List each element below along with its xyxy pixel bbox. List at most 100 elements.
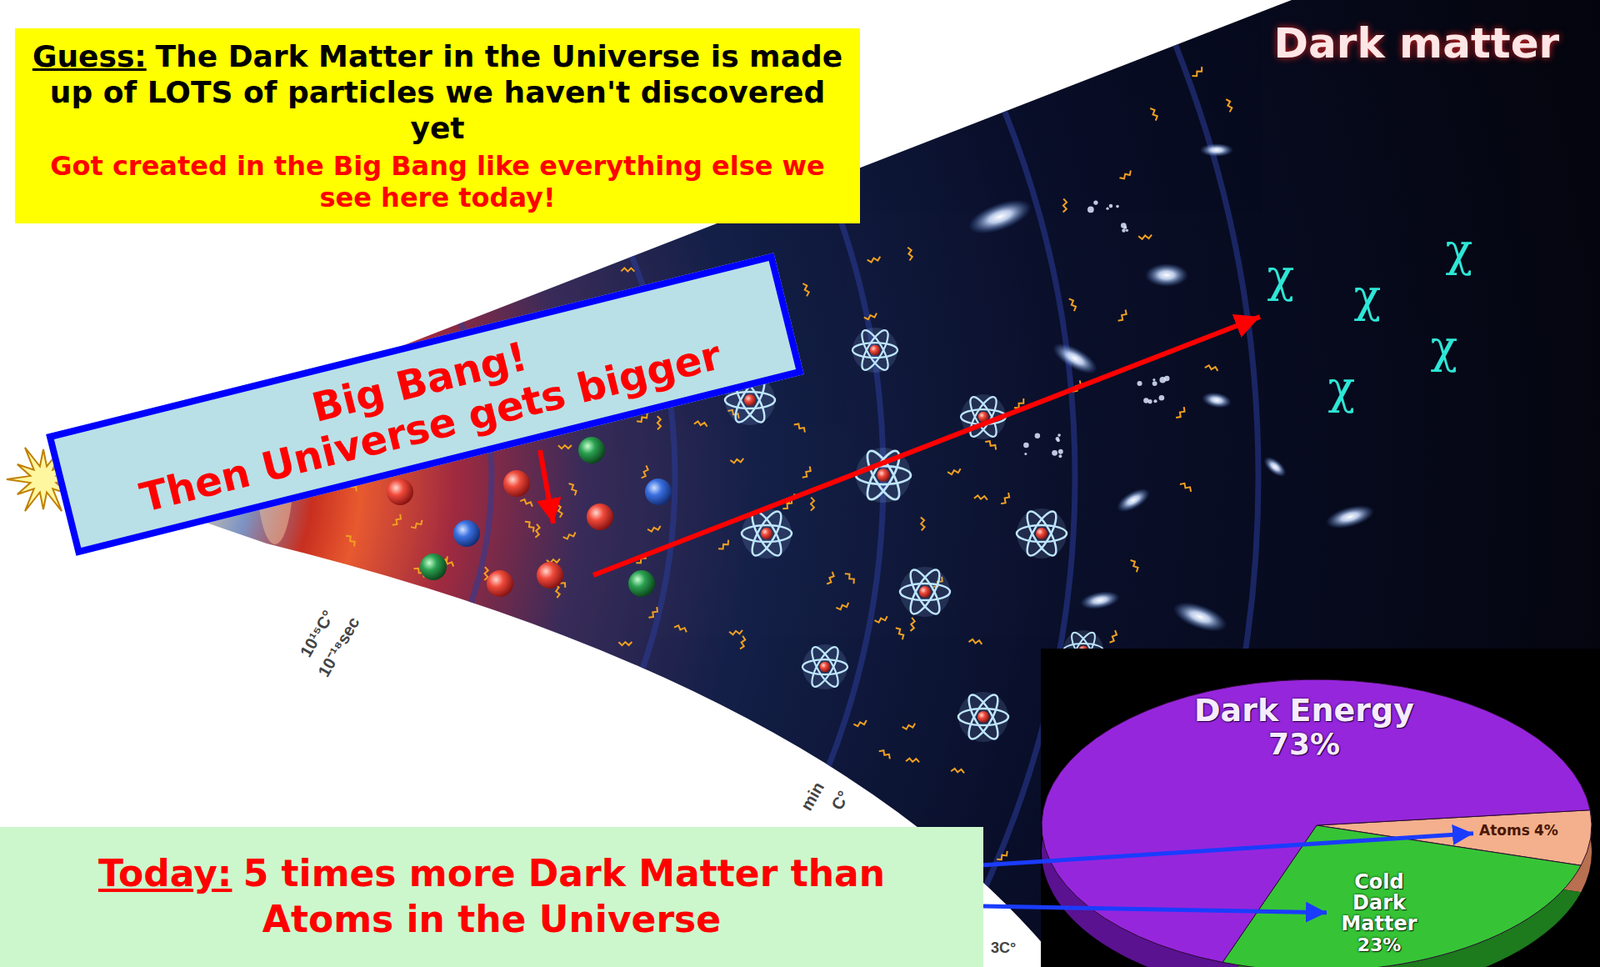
- photon-squiggle: [1000, 492, 1011, 506]
- guess-note: Guess:The Dark Matter in the Universe is…: [15, 28, 860, 224]
- photon-squiggle: [950, 767, 965, 773]
- photon-squiggle: [520, 497, 534, 506]
- atom-orbit: [807, 643, 844, 690]
- photon-squiggle: [410, 520, 425, 530]
- photon-squiggle: [558, 445, 572, 449]
- atom-nucleus: [870, 345, 881, 356]
- epoch-band: [0, 0, 1075, 967]
- photon-squiggle: [345, 533, 357, 546]
- particle-symbol: χ: [1430, 322, 1459, 372]
- galaxy-cluster-dot: [1035, 433, 1040, 439]
- particle-symbol: χ: [1267, 251, 1295, 301]
- pie-chart: [1041, 679, 1592, 967]
- photon-squiggle: [648, 606, 660, 620]
- galaxy-cluster-dot: [1159, 395, 1165, 401]
- quark-sphere: [586, 503, 614, 530]
- photon-squiggle: [802, 282, 810, 296]
- temperature-mark: C°: [827, 787, 853, 813]
- galaxy-cluster-dot: [1109, 204, 1114, 209]
- photon-squiggle: [535, 524, 540, 538]
- galaxy-cluster-dot: [1058, 454, 1062, 458]
- atom-nucleus: [977, 710, 990, 723]
- atom-orbit: [725, 391, 775, 409]
- photon-squiggle: [718, 540, 731, 552]
- photon-squiggle: [1110, 630, 1119, 644]
- atom-icon: [852, 326, 898, 374]
- summary-box: Today:5 times more Dark Matter than Atom…: [0, 826, 984, 967]
- quark-sphere: [645, 478, 672, 505]
- photon-squiggle: [826, 571, 835, 585]
- photon-squiggle: [794, 421, 807, 432]
- photon-squiggle: [641, 465, 650, 479]
- galaxy-cluster-dot: [1024, 452, 1027, 455]
- photon-squiggle: [620, 267, 635, 271]
- photon-squiggle: [1119, 170, 1133, 180]
- atom-orbit: [900, 583, 950, 600]
- galaxy-blob: [1323, 500, 1377, 534]
- pointer-arrow: [540, 450, 554, 524]
- atom-glow: [852, 327, 898, 373]
- particle-symbol: χ: [1354, 271, 1382, 321]
- photon-squiggle: [867, 256, 881, 264]
- galaxy-cluster-dot: [1123, 225, 1127, 230]
- galaxy-cluster-dot: [1125, 229, 1129, 232]
- photon-squiggle: [1175, 406, 1187, 420]
- atom-orbit: [857, 326, 894, 374]
- quark-sphere: [536, 561, 564, 589]
- atom-orbit: [852, 342, 898, 358]
- pie-chart: [1041, 679, 1592, 967]
- atom-orbit: [857, 326, 894, 374]
- photon-squiggle: [874, 615, 888, 624]
- atom-orbit: [1016, 525, 1067, 542]
- photon-squiggle: [845, 571, 857, 585]
- quark-sphere: [628, 570, 655, 597]
- slice-name: Atoms: [1479, 821, 1530, 839]
- photon-squiggle: [1205, 364, 1219, 371]
- photon-squiggle: [974, 495, 988, 500]
- photon-squiggle: [1150, 106, 1159, 120]
- atom-nucleus: [1035, 527, 1048, 540]
- galaxy-cluster-dot: [1057, 433, 1061, 437]
- atom-glow: [900, 566, 950, 617]
- quark-sphere: [486, 570, 514, 597]
- note-heading: Guess:: [32, 39, 147, 74]
- galaxy-cluster-dot: [1093, 200, 1098, 205]
- galaxy-cluster-dot: [1023, 442, 1030, 449]
- photon-squiggle: [920, 516, 925, 530]
- photon-squiggle: [740, 635, 746, 650]
- slice-name: Cold Dark Matter: [1333, 871, 1425, 935]
- photon-squiggle: [810, 497, 815, 511]
- photon-squiggle: [835, 602, 850, 611]
- pointer-arrow: [983, 833, 1474, 865]
- photon-squiggle: [1225, 98, 1233, 112]
- photon-squiggle: [802, 465, 813, 480]
- atom-orbit: [1021, 507, 1061, 560]
- summary-body: 5 times more Dark Matter than Atoms in t…: [243, 851, 885, 940]
- photon-squiggle: [902, 723, 916, 730]
- particle-symbol: χ: [1445, 225, 1474, 275]
- summary-heading: Today:: [98, 851, 233, 895]
- temperature-mark: 3C°: [990, 940, 1016, 957]
- photon-squiggle: [484, 566, 489, 580]
- galaxy-cluster-dot: [1121, 228, 1125, 232]
- photon-squiggle: [730, 458, 744, 464]
- photon-squiggle: [556, 503, 563, 517]
- atom-icon: [1016, 507, 1067, 560]
- photon-squiggle: [525, 519, 536, 532]
- photon-squiggle: [907, 246, 913, 260]
- photon-squiggle: [1063, 199, 1068, 213]
- galaxy-cluster-dot: [1136, 380, 1142, 386]
- atom-nucleus: [820, 661, 831, 673]
- epoch-band: [0, 0, 884, 967]
- atom-nucleus: [919, 585, 931, 598]
- photon-squiggle: [694, 420, 708, 427]
- atom-glow: [958, 691, 1009, 742]
- quark-sphere: [453, 520, 480, 547]
- photon-squiggle: [985, 439, 998, 450]
- slice-value: 73%: [1194, 727, 1415, 761]
- atom-glow: [802, 644, 848, 690]
- galaxy-cluster-dot: [1147, 399, 1152, 404]
- quark-sphere: [386, 478, 414, 505]
- photon-squiggle: [1069, 297, 1078, 311]
